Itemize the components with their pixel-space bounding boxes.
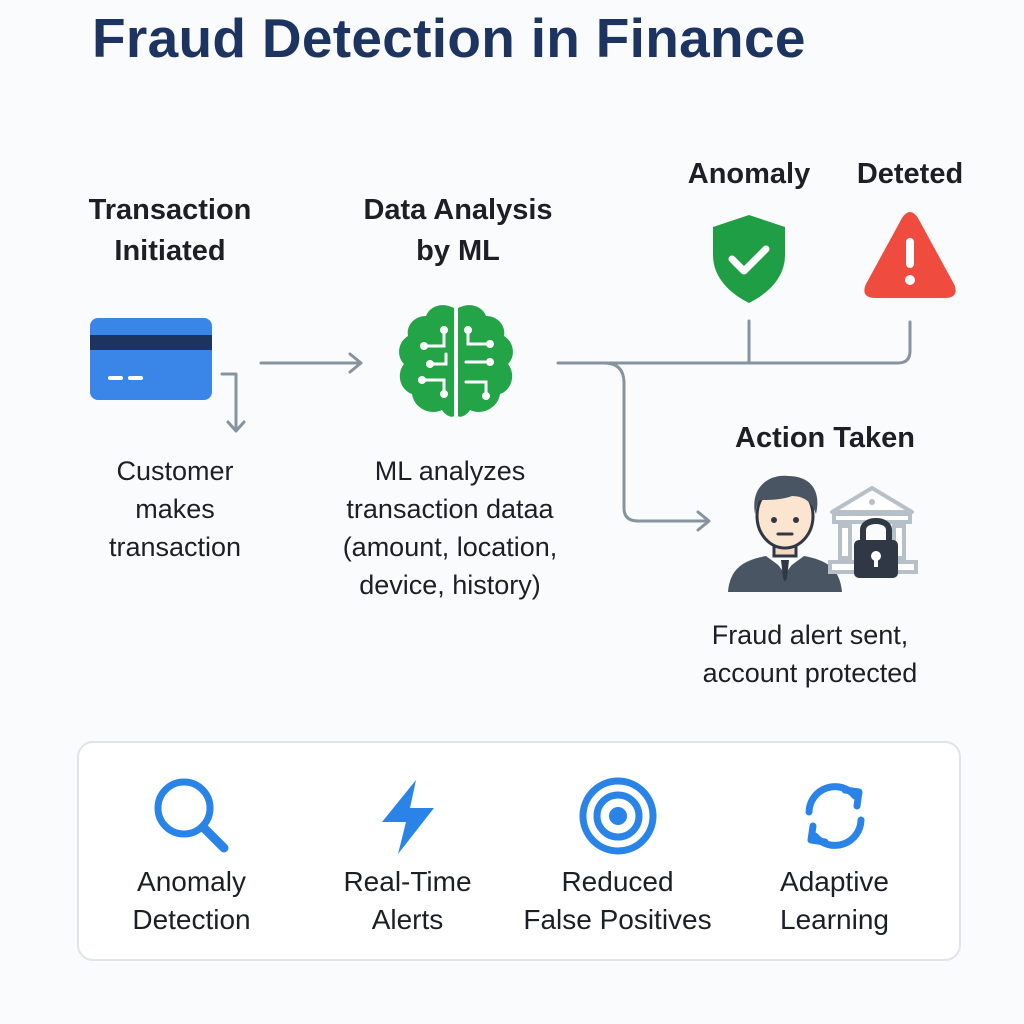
analysis-description-line-1: ML analyzes [374, 456, 526, 486]
benefits-panel: Anomaly Detection Real-Time Alerts Reduc… [77, 741, 961, 961]
benefit-label-line-1: Anomaly [137, 866, 246, 897]
brain-circuit-icon [399, 305, 513, 418]
refresh-cycle-icon [805, 783, 864, 849]
benefit-label: Real-Time Alerts [297, 863, 518, 939]
analysis-description-line-3: (amount, location, [342, 532, 558, 562]
shield-check-icon [713, 215, 785, 303]
analysis-heading-line-2: by ML [416, 235, 500, 267]
benefit-label-line-2: Alerts [371, 904, 444, 935]
transaction-description-line-3: transaction [108, 532, 242, 562]
benefit-label-line-2: Detection [132, 904, 251, 935]
benefit-label-line-1: Real-Time [343, 866, 472, 897]
analysis-description-line-2: transaction dataa [346, 494, 554, 524]
transaction-heading: Transaction Initiated [60, 190, 280, 272]
brain-to-outcomes-connector [556, 320, 912, 365]
anomaly-label: Anomaly [687, 158, 811, 190]
detected-label: Deteted [856, 158, 964, 190]
transaction-description-line-2: makes [135, 494, 215, 524]
card-down-connector [220, 372, 238, 432]
card-down-arrowhead [226, 420, 246, 433]
credit-card-icon [90, 318, 212, 400]
transaction-heading-line-1: Transaction [88, 194, 252, 226]
benefit-label: Reduced False Positives [507, 863, 728, 939]
branch-to-action-arrowhead [696, 510, 711, 532]
action-heading: Action Taken [735, 422, 915, 454]
benefit-anomaly-detection: Anomaly Detection [81, 743, 302, 963]
person-icon [728, 475, 842, 592]
target-icon [579, 777, 656, 855]
benefit-real-time-alerts: Real-Time Alerts [297, 743, 518, 963]
page-title: Fraud Detection in Finance [92, 7, 806, 69]
lightning-bolt-icon [381, 780, 434, 854]
analysis-description: ML analyzes transaction dataa (amount, l… [300, 452, 600, 604]
analysis-heading: Data Analysis by ML [328, 190, 588, 272]
benefit-label-line-2: False Positives [523, 904, 712, 935]
card-to-brain-arrowhead [348, 352, 363, 374]
bank-lock-icon [828, 486, 918, 578]
benefit-label-line-1: Reduced [561, 866, 674, 897]
benefit-label: Anomaly Detection [81, 863, 302, 939]
benefit-reduced-false-positives: Reduced False Positives [507, 743, 728, 963]
benefit-label-line-1: Adaptive [780, 866, 889, 897]
warning-triangle-icon [864, 212, 956, 298]
action-description-line-1: Fraud alert sent, [711, 620, 909, 650]
action-description: Fraud alert sent, account protected [660, 616, 960, 692]
benefit-label: Adaptive Learning [724, 863, 945, 939]
analysis-description-line-4: device, history) [359, 570, 541, 600]
transaction-description-line-1: Customer [116, 456, 234, 486]
action-description-line-2: account protected [702, 658, 918, 688]
magnifier-icon [154, 778, 228, 853]
transaction-heading-line-2: Initiated [114, 235, 226, 267]
branch-to-action-connector [602, 361, 710, 523]
benefit-adaptive-learning: Adaptive Learning [724, 743, 945, 963]
analysis-heading-line-1: Data Analysis [363, 194, 553, 226]
transaction-description: Customer makes transaction [55, 452, 295, 566]
benefit-label-line-2: Learning [780, 904, 889, 935]
